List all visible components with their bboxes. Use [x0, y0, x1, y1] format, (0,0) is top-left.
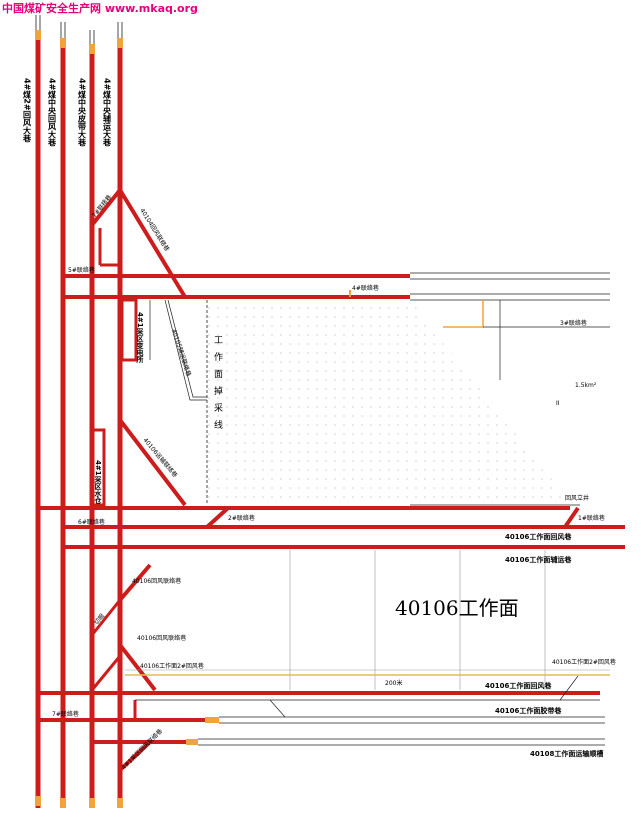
- label-link-7: 1#联络巷: [578, 514, 605, 522]
- lower-roadways: [38, 675, 605, 772]
- roadway-label-3: 4#煤中央皮带大巷: [77, 78, 87, 147]
- label-link-6: 2#联络巷: [228, 514, 255, 522]
- label-lane-3: 40106工作面回风巷: [485, 681, 552, 690]
- upper-roadways: [63, 188, 610, 507]
- label-lane-2: 40106工作面辅运巷: [505, 555, 572, 564]
- label-lane-4: 40106工作面胶带巷: [495, 706, 562, 715]
- label-mark-ii: II: [556, 400, 560, 407]
- label-substation: 4#1采区变电所: [136, 312, 145, 364]
- label-face-lane-r: 40106工作面2#回风巷: [552, 658, 616, 666]
- label-lane-1: 40106工作面回风巷: [505, 532, 572, 541]
- label-inclined-4: 40106回风联络巷: [132, 577, 181, 585]
- goaf-area: [207, 300, 568, 500]
- label-link-8: 7#联络巷: [52, 710, 79, 718]
- main-roadways: [35, 15, 123, 808]
- roadway-label-4: 4#煤中央辅运大巷: [102, 78, 112, 147]
- label-lane-5: 40108工作面运输顺槽: [530, 749, 603, 758]
- label-link-4: 3#联络巷: [560, 319, 587, 327]
- face-name: 40106工作面: [395, 596, 519, 620]
- label-face-lane: 40106工作面2#回风巷: [140, 662, 204, 670]
- label-shaft: 回风立井: [565, 494, 589, 502]
- label-inclined-2: 40105辅运联络巷: [170, 328, 193, 377]
- label-distance: 200米: [385, 679, 402, 687]
- label-inclined-7: 4#1采区回风联络巷: [120, 727, 164, 771]
- roadway-label-1: 4#煤2#回风大巷: [22, 78, 32, 144]
- middle-roadways: [38, 504, 625, 692]
- label-link-2: 5#联络巷: [68, 266, 95, 274]
- watermark: 中国煤矿安全生产网 www.mkaq.org: [2, 2, 198, 15]
- label-link-5: 6#联络巷: [78, 518, 105, 526]
- label-area: 1.5km²: [575, 382, 597, 389]
- main-roadway-labels: 4#煤2#回风大巷 4#煤中央回风大巷 4#煤中央皮带大巷 4#煤中央辅运大巷: [22, 78, 112, 147]
- label-link-3: 4#联络巷: [352, 284, 379, 292]
- label-sump: 4#1采区水仓: [94, 460, 103, 505]
- roadway-label-2: 4#煤中央回风大巷: [47, 78, 57, 147]
- label-cut-face: 工作面掉采线: [212, 335, 223, 437]
- label-inclined-6: 40106回风联络巷: [137, 634, 186, 642]
